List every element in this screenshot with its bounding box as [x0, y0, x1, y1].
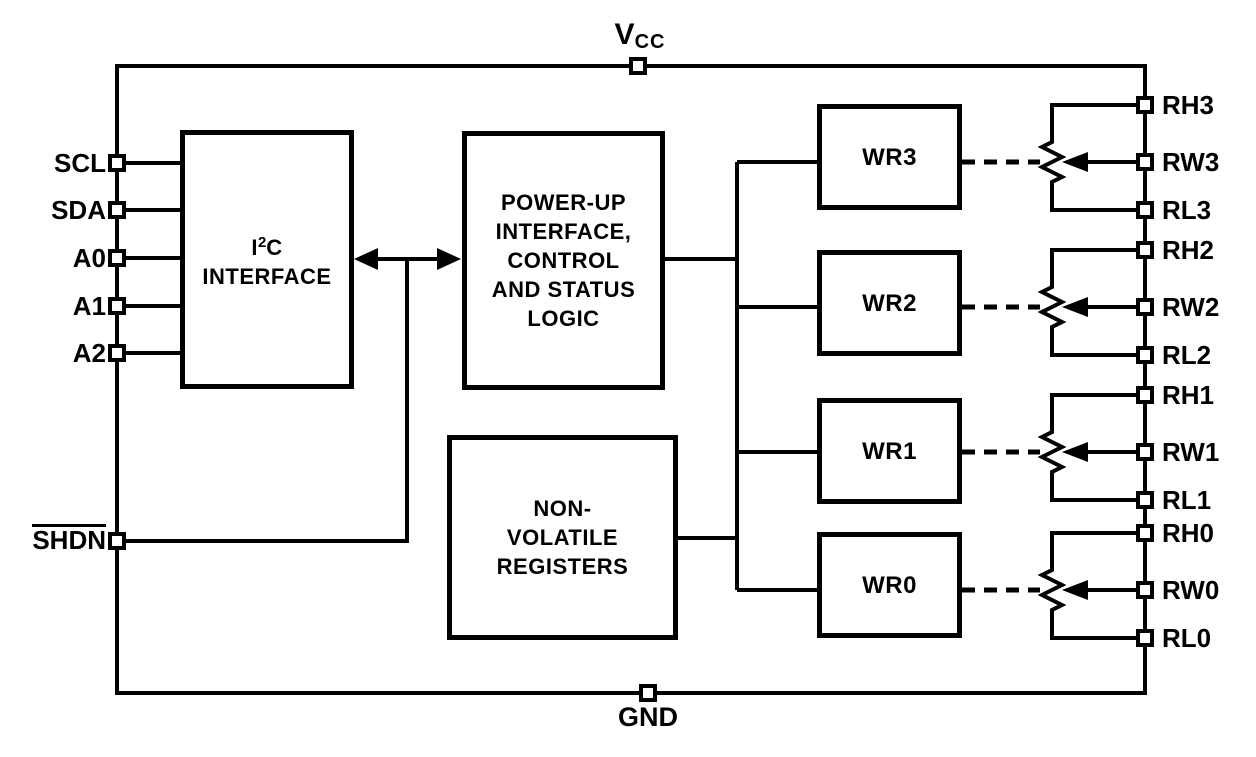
arrowhead-right-icon — [437, 248, 461, 270]
pot2-resistor — [1037, 248, 1145, 357]
pin-label-scl: SCL — [54, 148, 106, 178]
pin-a1-terminal — [108, 297, 126, 315]
pin-vcc-terminal — [629, 57, 647, 75]
power-up-line: INTERFACE, — [495, 219, 632, 244]
pin-rh0-terminal — [1136, 524, 1154, 542]
pin-label-rl0: RL0 — [1162, 623, 1212, 653]
wr1-label: WR1 — [862, 437, 917, 465]
pot2-wiper-arrow-icon — [1062, 297, 1088, 317]
pin-rw1-terminal — [1136, 443, 1154, 461]
pin-label-rh0: RH0 — [1162, 518, 1215, 548]
pin-rh3-terminal — [1136, 96, 1154, 114]
pin-label-a1: A1 — [72, 291, 106, 321]
pin-label-rw0: RW0 — [1162, 575, 1220, 605]
nvr-line: REGISTERS — [496, 554, 629, 579]
pin-scl-terminal — [108, 154, 126, 172]
pot0-wiper-arrow-icon — [1062, 580, 1088, 600]
pin-label-a0: A0 — [72, 243, 106, 273]
gnd-label: GND — [618, 702, 678, 732]
block-power-up-logic: POWER-UP INTERFACE, CONTROL AND STATUS L… — [462, 131, 665, 390]
pin-rw2-terminal — [1136, 298, 1154, 316]
pin-sda-terminal — [108, 201, 126, 219]
pin-rl0-terminal — [1136, 629, 1154, 647]
pin-label-shdn: SHDN — [32, 524, 106, 555]
pin-label-rw1: RW1 — [1162, 437, 1220, 467]
pin-rl3-terminal — [1136, 201, 1154, 219]
pin-label-sda: SDA — [51, 195, 106, 225]
nvr-line: NON- — [533, 496, 592, 521]
block-wr2: WR2 — [817, 250, 962, 356]
pin-label-rh1: RH1 — [1162, 380, 1215, 410]
wr2-label: WR2 — [862, 289, 917, 317]
i2c-symbol: I2C — [251, 234, 283, 260]
block-i2c-interface: I2C INTERFACE — [180, 130, 354, 389]
pin-label-rh3: RH3 — [1162, 90, 1215, 120]
pin-rl2-terminal — [1136, 346, 1154, 364]
pot0-resistor — [1037, 531, 1145, 640]
block-wr3: WR3 — [817, 104, 962, 210]
pin-gnd-terminal — [639, 684, 657, 702]
pin-label-rw2: RW2 — [1162, 292, 1220, 322]
pot1-resistor — [1037, 393, 1145, 502]
power-up-line: POWER-UP — [501, 190, 626, 215]
block-wr0: WR0 — [817, 532, 962, 638]
pin-rh1-terminal — [1136, 386, 1154, 404]
pin-a2-terminal — [108, 344, 126, 362]
vcc-label: VCC — [614, 18, 666, 53]
pot3-resistor — [1037, 103, 1145, 212]
block-wr1: WR1 — [817, 398, 962, 504]
pin-a0-terminal — [108, 249, 126, 267]
pin-label-rw3: RW3 — [1162, 147, 1220, 177]
pot3-wiper-arrow-icon — [1062, 152, 1088, 172]
wr3-label: WR3 — [862, 143, 917, 171]
i2c-label: INTERFACE — [202, 264, 332, 289]
pin-label-a2: A2 — [72, 338, 106, 368]
pin-label-rh2: RH2 — [1162, 235, 1215, 265]
power-up-line: AND STATUS — [491, 277, 636, 302]
wire-shdn — [117, 259, 409, 543]
power-up-line: LOGIC — [527, 306, 600, 331]
nvr-line: VOLATILE — [506, 525, 619, 550]
pin-label-rl1: RL1 — [1162, 485, 1212, 515]
pin-rh2-terminal — [1136, 241, 1154, 259]
power-up-line: CONTROL — [507, 248, 620, 273]
wr0-label: WR0 — [862, 571, 917, 599]
pin-rw0-terminal — [1136, 581, 1154, 599]
pin-label-rl3: RL3 — [1162, 195, 1212, 225]
pot1-wiper-arrow-icon — [1062, 442, 1088, 462]
block-nonvolatile-registers: NON- VOLATILE REGISTERS — [447, 435, 678, 640]
pin-label-rl2: RL2 — [1162, 340, 1212, 370]
arrowhead-left-icon — [354, 248, 378, 270]
pin-rl1-terminal — [1136, 491, 1154, 509]
pin-rw3-terminal — [1136, 153, 1154, 171]
pin-shdn-terminal — [108, 532, 126, 550]
